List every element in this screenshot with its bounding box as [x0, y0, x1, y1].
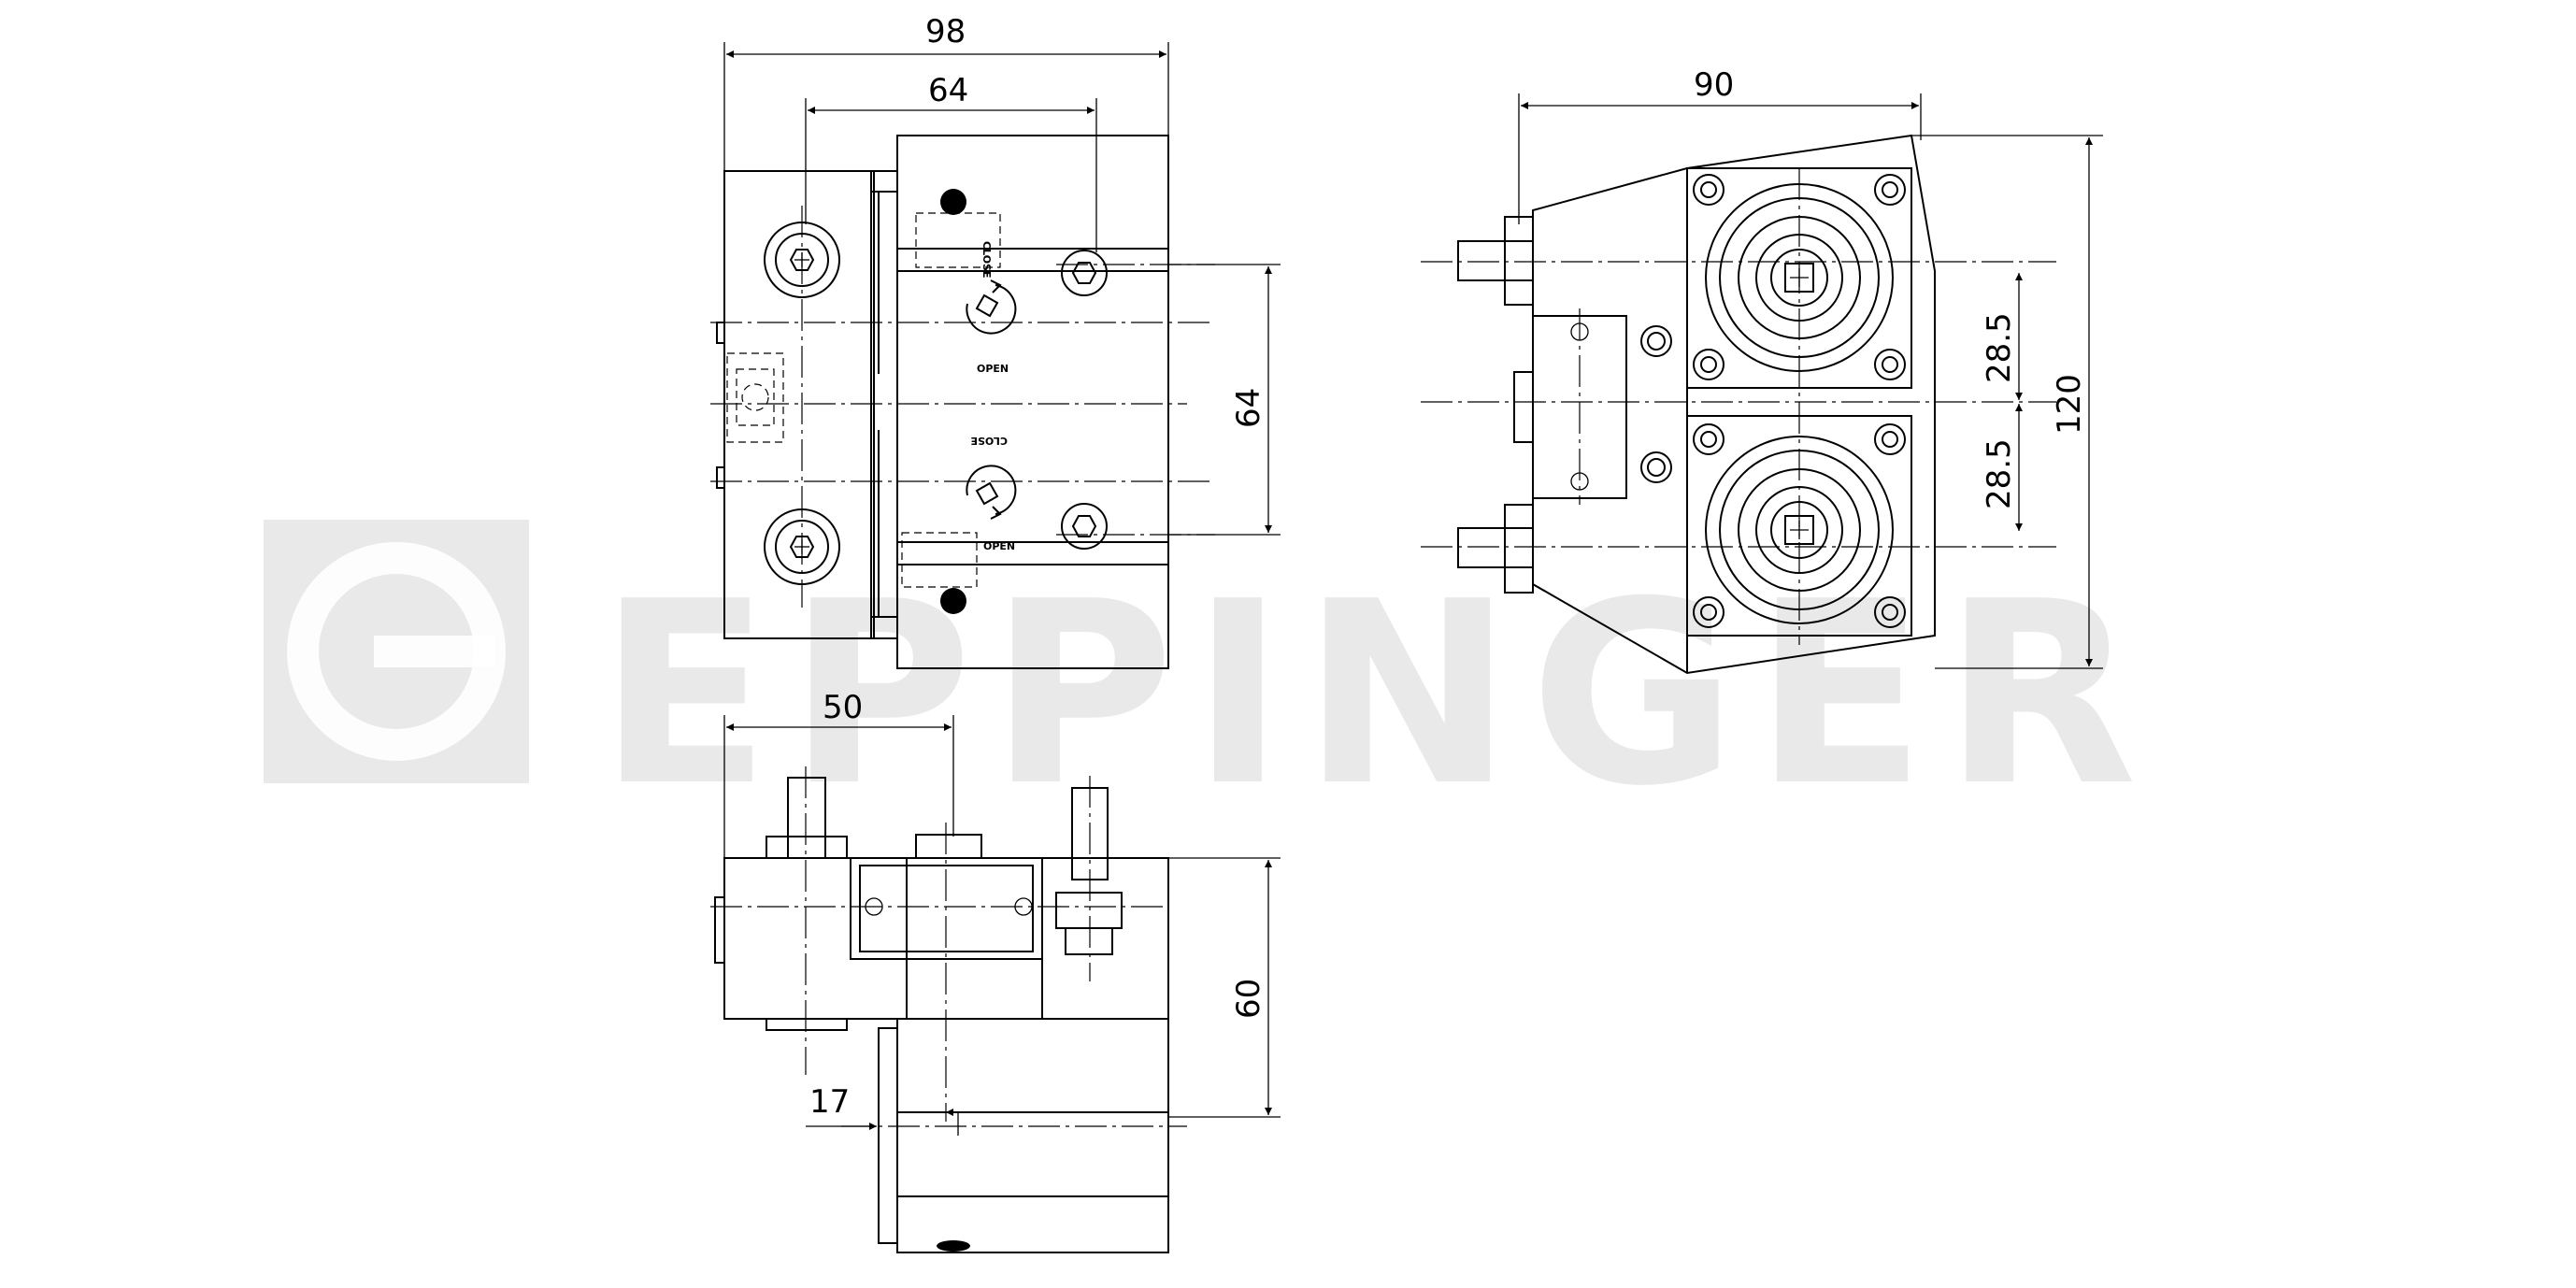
front-socket-top [1061, 250, 1108, 296]
side-dim-28-5-top: 28.5 [1981, 273, 2023, 400]
front-dim-64-vertical: 64 [1168, 264, 1281, 536]
front-label-open-bottom: OPEN [983, 540, 1015, 552]
side-pin-top [1457, 240, 1534, 281]
side-dim-28-5-bottom: 28.5 [1981, 404, 2023, 531]
top-view: 50 60 17 [710, 689, 1281, 1253]
top-right-block [1041, 857, 1169, 1020]
side-dim-28-5-bottom-label: 28.5 [1981, 438, 2018, 509]
watermark-logo-bar [374, 636, 495, 667]
front-dim-64-label: 64 [928, 72, 968, 109]
front-dim-98: 98 [723, 13, 1169, 171]
side-view: 90 120 28.5 28.5 [1421, 66, 2103, 675]
top-dim-17-label: 17 [809, 1083, 850, 1121]
front-rotate-indicator-top [966, 279, 1017, 335]
front-hidden-port [726, 352, 784, 443]
top-dim-50: 50 [723, 689, 954, 858]
top-dim-50-label: 50 [823, 689, 863, 726]
front-dim-64-horizontal: 64 [805, 72, 1097, 252]
top-dim-60-label: 60 [1230, 979, 1267, 1019]
top-dim-60: 60 [1168, 857, 1281, 1118]
front-knob-top [940, 189, 966, 215]
front-socket-bottom [1061, 503, 1108, 550]
side-dim-120: 120 [1911, 135, 2103, 669]
side-body-outline [1532, 134, 1936, 675]
top-lower-body [896, 1018, 1169, 1253]
front-dim-64-vert-label: 64 [1230, 388, 1267, 428]
side-dim-28-5-top-label: 28.5 [1981, 312, 2018, 383]
front-view: CLOSE OPEN CLOSE OPEN 98 64 64 [710, 13, 1281, 669]
front-main-housing [896, 135, 1169, 669]
front-left-block [723, 170, 875, 639]
top-left-block [723, 857, 908, 1020]
side-dim-90-label: 90 [1694, 66, 1734, 104]
side-dim-120-label: 120 [2051, 374, 2088, 435]
front-label-close-bottom: CLOSE [971, 435, 1008, 447]
front-label-open-top: OPEN [977, 363, 1009, 375]
front-knob-bottom [940, 588, 966, 614]
top-dim-17: 17 [806, 1083, 963, 1136]
side-dim-90: 90 [1518, 66, 1922, 224]
front-label-close-top: CLOSE [980, 241, 993, 278]
watermark-text: EPPINGER [598, 547, 2154, 841]
front-rotate-indicator-bottom [966, 465, 1017, 520]
watermark: EPPINGER [264, 520, 2154, 841]
front-dim-98-label: 98 [925, 13, 966, 50]
